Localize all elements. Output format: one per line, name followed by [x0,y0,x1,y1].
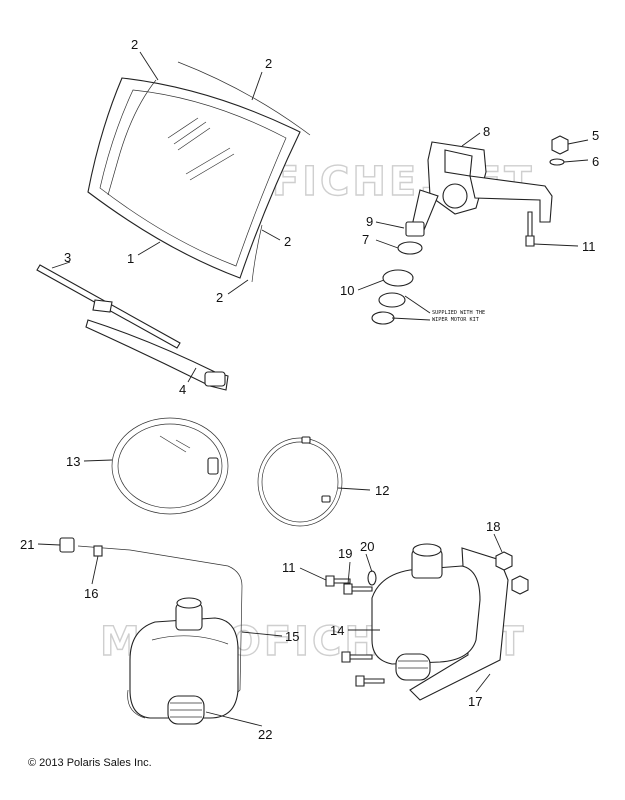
callout-2-top-left: 2 [131,37,138,52]
callout-8: 8 [483,124,490,139]
shaft-nut [405,221,425,237]
callout-17: 17 [468,694,482,709]
callout-2-right: 2 [284,234,291,249]
wire-harness [111,417,229,515]
washer-line-routing [59,537,243,699]
nut-18 [495,551,513,571]
callout-13: 13 [66,454,80,469]
callout-22: 22 [258,727,272,742]
callout-16: 16 [84,586,98,601]
callout-1: 1 [127,251,134,266]
copyright-notice: © 2013 Polaris Sales Inc. [28,757,152,769]
callout-19: 19 [338,546,352,561]
seal-ring [378,292,406,308]
washer-reservoir-assy [371,543,481,681]
callout-15: 15 [285,629,299,644]
windshield [87,77,301,279]
callout-4: 4 [179,382,186,397]
washer-6 [549,158,565,166]
callout-5: 5 [592,128,599,143]
washer-7 [397,241,423,255]
washer-20 [367,570,377,586]
nut-5 [551,135,569,155]
callout-2-top-right: 2 [265,56,272,71]
bolt-11-bottom [325,575,351,587]
callout-2-bottom: 2 [216,290,223,305]
kit-note-line1: SUPPLIED WITH THE [432,310,485,316]
bolt-11-top [525,211,535,247]
trim-top [177,61,311,136]
callout-3: 3 [64,250,71,265]
callout-18: 18 [486,519,500,534]
callout-20: 20 [360,539,374,554]
wiper-arm [85,319,229,391]
nut-18b [511,575,529,595]
callout-12: 12 [375,483,389,498]
bolt-14a [341,651,373,663]
cap-nut [371,311,395,325]
bolt-19 [343,583,373,595]
callout-11-top: 11 [582,239,596,254]
kit-note-line2: WIPER MOTOR KIT [432,317,479,323]
washer-hose [257,436,343,527]
trim-left [107,79,157,196]
wiper-motor [411,141,553,231]
callout-9: 9 [366,214,373,229]
wiper-blade [36,264,181,349]
callout-10: 10 [340,283,354,298]
trim-right [251,224,263,283]
washer-reservoir [127,597,239,719]
callout-6: 6 [592,154,599,169]
callout-21: 21 [20,537,34,552]
callout-14: 14 [330,623,344,638]
washer-pump-22 [167,695,205,725]
bushing-10 [382,269,414,287]
bolt-14b [355,675,385,687]
callout-7: 7 [362,232,369,247]
callout-11-bottom: 11 [282,560,296,575]
